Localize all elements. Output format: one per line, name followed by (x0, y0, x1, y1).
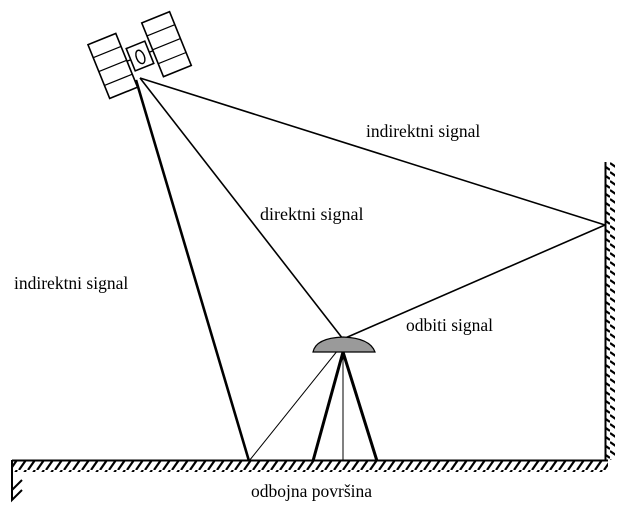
satellite-icon (86, 10, 193, 100)
reflecting-ground (11, 459, 608, 503)
indirect-signal-to-ground (134, 79, 251, 462)
indirect-signal-label-left: indirektni signal (14, 273, 128, 293)
indirect-signal-to-wall (139, 77, 606, 226)
gps-receiver-icon (311, 336, 379, 462)
reflected-signal-from-wall (342, 224, 606, 340)
ground-reflected-signal (248, 349, 339, 462)
reflecting-wall (604, 162, 615, 460)
signal-paths (134, 77, 606, 462)
indirect-signal-label-top: indirektni signal (366, 121, 480, 141)
reflected-signal-label: odbiti signal (406, 315, 493, 335)
direct-signal (139, 77, 344, 340)
direct-signal-label: direktni signal (260, 204, 363, 224)
reflecting-surface-label: odbojna površina (251, 481, 372, 501)
